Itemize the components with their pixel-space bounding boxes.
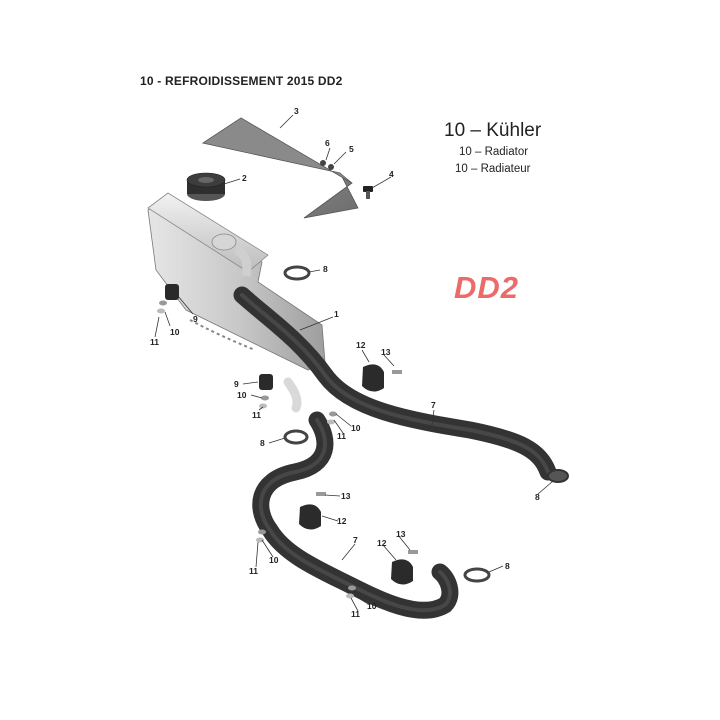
- callout-5: 5: [349, 144, 354, 154]
- brand-mark-dd2: DD2: [454, 270, 520, 305]
- callout-10: 10: [269, 555, 279, 565]
- callout-2: 2: [242, 173, 247, 183]
- screw-part-4: [363, 186, 373, 199]
- diagram-title-de: 10 – Kühler: [444, 120, 542, 141]
- callout-3: 3: [294, 106, 299, 116]
- callout-11: 11: [337, 431, 346, 441]
- callout-9: 9: [193, 314, 198, 324]
- callout-10: 10: [351, 423, 361, 433]
- callout-7: 7: [353, 535, 358, 545]
- callout-10: 10: [237, 390, 247, 400]
- callout-10: 10: [170, 327, 180, 337]
- hose-clamp-part-8: [283, 265, 569, 583]
- callout-8: 8: [505, 561, 510, 571]
- callout-4: 4: [389, 169, 394, 179]
- callout-13: 13: [381, 347, 391, 357]
- bolt-part-13: [316, 370, 418, 554]
- washer-and-nut-parts-10-11: [157, 300, 356, 599]
- callout-8: 8: [260, 438, 265, 448]
- lower-hose-part-7: [252, 411, 459, 619]
- callout-13: 13: [396, 529, 406, 539]
- callout-10: 10: [367, 601, 377, 611]
- callout-1: 1: [334, 309, 339, 319]
- callout-12: 12: [356, 340, 366, 350]
- callout-12: 12: [377, 538, 387, 548]
- upper-hose-part-7: [233, 286, 557, 481]
- rubber-mount-part-9: [165, 284, 273, 390]
- radiator-cap-part-2: [186, 172, 226, 201]
- callout-8: 8: [323, 264, 328, 274]
- bracket-part-3: [201, 117, 359, 219]
- callout-13: 13: [341, 491, 351, 501]
- callout-labels: 3 2 6 5 4 8 1 9 10 11 12 13 9 10 11 7 8 …: [150, 106, 540, 619]
- callout-11: 11: [150, 337, 159, 347]
- callout-12: 12: [337, 516, 347, 526]
- section-title: 10 - REFROIDISSEMENT 2015 DD2: [140, 74, 343, 88]
- callout-7: 7: [431, 400, 436, 410]
- callout-11: 11: [249, 566, 258, 576]
- diagram-title-en: 10 – Radiator: [459, 146, 529, 158]
- callout-11: 11: [252, 410, 261, 420]
- callout-6: 6: [325, 138, 330, 148]
- callout-9: 9: [234, 379, 239, 389]
- hose-bracket-part-12: [299, 364, 413, 585]
- callout-11: 11: [351, 609, 360, 619]
- callout-leader-lines: [154, 114, 554, 612]
- callout-8: 8: [535, 492, 540, 502]
- diagram-title-fr: 10 – Radiateur: [455, 163, 531, 175]
